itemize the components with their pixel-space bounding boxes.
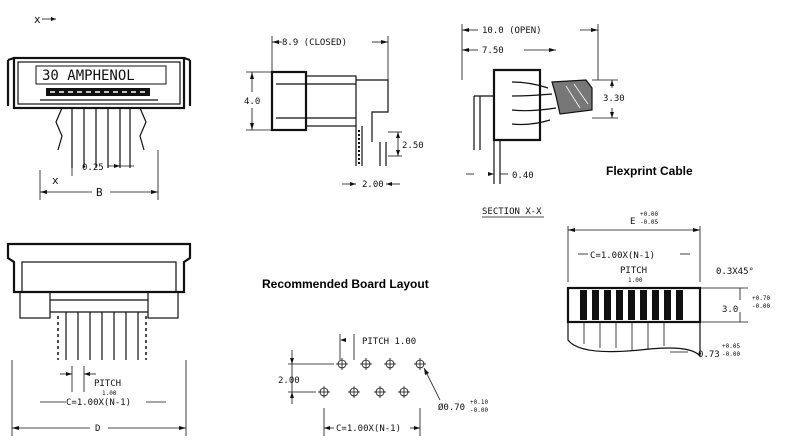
cable-end [566,286,702,324]
flex-pitch-value: 1.00 [628,277,643,284]
tol-e-minus: -0.05 [640,219,658,226]
side-view-closed: 8.9 (CLOSED) 4.0 2.50 2.00 [244,36,424,190]
flex-dim-c: C=1.00X(N-1) [590,251,655,261]
section-view: 10.0 (OPEN) 7.50 3.30 0.40 SE [461,24,625,218]
dim-thickness: 3.0 [722,305,738,315]
dim-b: B [96,186,103,199]
section-mark-bottom: x [52,174,59,187]
hole-diameter: Ø0.70 [438,402,465,413]
dim-e: E [630,217,635,227]
tol-thickness-plus: +0.70 [752,295,770,302]
dim-closed-height: 4.0 [244,97,260,107]
row-spacing: 2.00 [278,376,300,386]
dim-pin-length: 2.50 [402,141,424,151]
flexprint-cable: Flexprint Cable E +0.00 -0.05 C=1.00X(N-… [566,164,770,360]
tol-e-plus: +0.00 [640,211,658,218]
hole-tol-plus: +0.10 [470,399,488,406]
dim-strip: 0.73 [698,350,720,360]
tol-thickness-minus: -0.00 [752,303,770,310]
dim-d: D [95,424,100,434]
section-body [492,68,542,142]
bottom-dim-c: C=1.00X(N-1) [66,398,131,408]
flex-pitch-label: PITCH [620,266,647,276]
connector-body [12,56,186,110]
flexprint-title: Flexprint Cable [606,164,693,178]
dim-closed-width: 8.9 (CLOSED) [282,38,347,48]
board-layout-title: Recommended Board Layout [262,277,429,291]
dim-lead: 0.40 [512,171,534,181]
bottom-pitch-value: 1.00 [102,390,117,397]
section-label: SECTION X-X [482,207,542,217]
dim-section-height: 3.30 [603,94,625,104]
tol-strip-minus: -0.00 [722,351,740,358]
bottom-view: PITCH 1.00 C=1.00X(N-1) D [6,242,192,436]
dim-open-width: 10.0 (OPEN) [482,26,542,36]
body-marking: 30 AMPHENOL [42,68,135,84]
chamfer: 0.3X45° [716,267,754,277]
hole-tol-minus: -0.00 [470,407,488,414]
tol-strip-plus: +0.05 [722,343,740,350]
pad-row-top [336,358,426,370]
dim-pin-width: 0.25 [82,163,104,173]
front-view: x 30 AMPHENOL 0.25 x [6,13,192,200]
board-layout: Recommended Board Layout PITCH 1.00 2.00… [262,277,488,436]
bottom-pitch-label: PITCH [94,379,121,389]
dim-pin-spacing: 2.00 [362,180,384,190]
board-dim-c: C=1.00X(N-1) [336,424,401,434]
section-mark-top: x [34,13,41,26]
board-pitch: PITCH 1.00 [362,337,416,347]
dim-depth: 7.50 [482,46,504,56]
side-body [270,70,308,132]
bottom-body [6,242,192,294]
pad-row-bottom [318,386,410,398]
